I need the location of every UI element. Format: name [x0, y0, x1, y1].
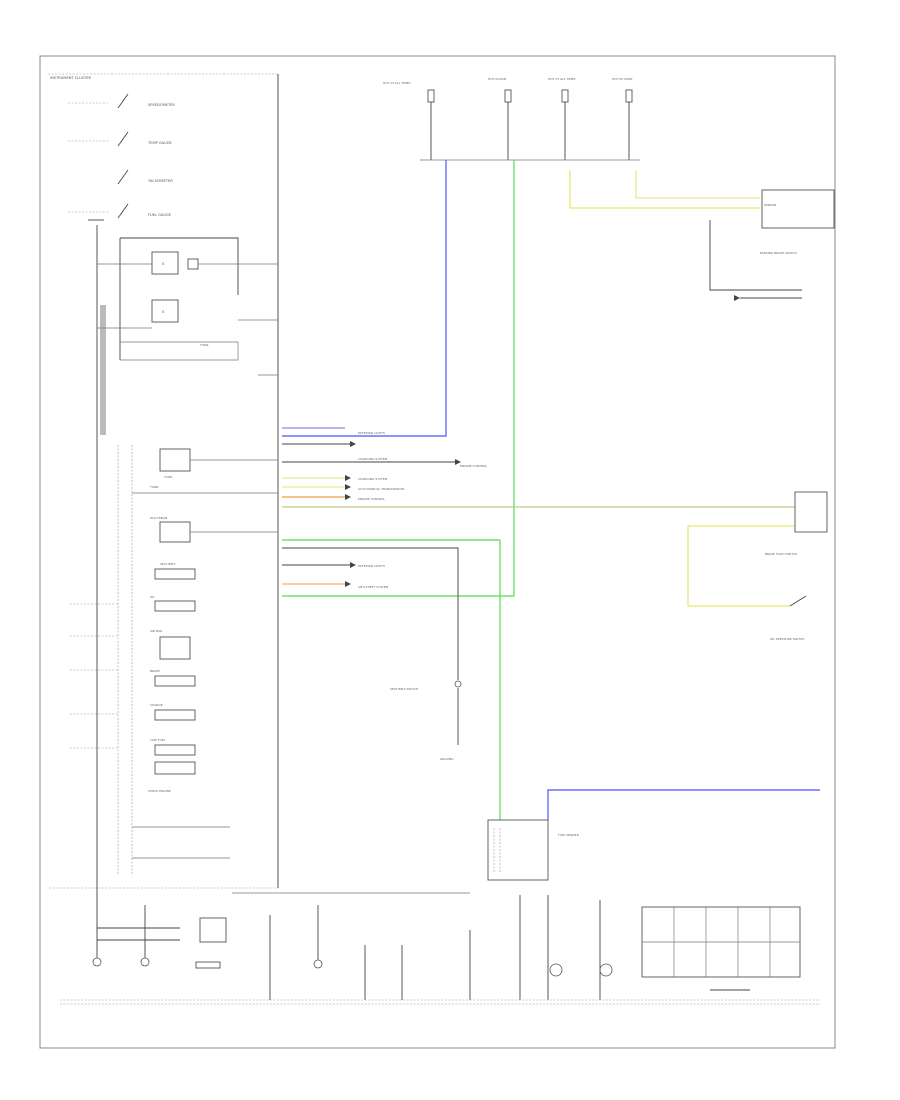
indicator-4: OIL: [70, 595, 196, 612]
upper-module: S S TURN: [97, 237, 278, 376]
svg-text:ENGINE CONTROL: ENGINE CONTROL: [358, 497, 385, 501]
signal-4: ENGINE CONTROL: [345, 494, 385, 501]
svg-text:CHARGING SYSTEM: CHARGING SYSTEM: [358, 477, 388, 481]
svg-text:ANTI-THEFT SYSTEM: ANTI-THEFT SYSTEM: [358, 585, 389, 589]
fuel-sender: FUEL SENDER: [487, 819, 579, 881]
signal-5: ENGINE CONTROL: [460, 464, 487, 468]
svg-text:AIR BAG: AIR BAG: [150, 629, 163, 633]
indicator-1: TURN: [132, 485, 278, 494]
indicator-7: CHARGE: [70, 703, 196, 721]
svg-text:TURN: TURN: [163, 475, 172, 479]
svg-text:SEAT BELT SWITCH: SEAT BELT SWITCH: [390, 687, 418, 691]
svg-text:HOT AT ALL TIMES: HOT AT ALL TIMES: [548, 77, 576, 81]
svg-text:AUTO MANUAL TRANSMISSION: AUTO MANUAL TRANSMISSION: [358, 487, 404, 491]
gauge-tachometer: TACHOMETER: [117, 169, 173, 185]
seat-belt-switch: SEAT BELT SWITCH GROUND: [282, 547, 462, 761]
fuse-1: HOT IN RUN: [488, 77, 512, 160]
indicator-column: TURN TURN HIGH BEAM SEAT BELT OIL AIR BA…: [70, 445, 278, 875]
svg-text:CHARGING SYSTEM: CHARGING SYSTEM: [358, 457, 388, 461]
svg-text:OIL: OIL: [150, 595, 155, 599]
svg-text:BRAKE: BRAKE: [150, 669, 160, 673]
signal-3: AUTO MANUAL TRANSMISSION: [345, 484, 404, 491]
ground-bus-shade: [100, 305, 106, 435]
svg-text:LOW FUEL: LOW FUEL: [150, 738, 166, 742]
svg-text:BRAKE FLUID SWITCH: BRAKE FLUID SWITCH: [765, 552, 797, 556]
indicator-6: BRAKE: [70, 669, 196, 687]
svg-text:EXTERIOR LIGHTS: EXTERIOR LIGHTS: [358, 564, 385, 568]
svg-text:OIL PRESSURE SWITCH: OIL PRESSURE SWITCH: [770, 637, 804, 641]
svg-text:SPEEDOMETER: SPEEDOMETER: [148, 103, 175, 107]
indicator-0: TURN: [159, 448, 278, 479]
svg-text:CHARGE: CHARGE: [150, 703, 163, 707]
svg-text:SENSOR: SENSOR: [764, 203, 776, 207]
svg-text:S: S: [162, 310, 165, 314]
svg-text:HOT IN RUN: HOT IN RUN: [488, 77, 506, 81]
indicator-8: LOW FUEL: [70, 738, 196, 756]
svg-text:HIGH BEAM: HIGH BEAM: [150, 516, 168, 520]
fuse-group: HOT AT ALL TIMES HOT IN RUN HOT AT ALL T…: [383, 77, 640, 161]
bottom-section: [60, 892, 820, 1005]
signal-arrows: EXTERIOR LIGHTS CHARGING SYSTEM CHARGING…: [282, 431, 487, 589]
signal-2: CHARGING SYSTEM: [345, 475, 388, 481]
fuse-3: HOT IN START: [612, 77, 633, 160]
svg-text:GROUND: GROUND: [440, 757, 454, 761]
cluster-title: INSTRUMENT CLUSTER: [50, 76, 91, 80]
indicator-3: SEAT BELT: [154, 562, 196, 580]
indicator-2: HIGH BEAM: [150, 516, 278, 543]
gauge-temp: TEMP GAUGE: [68, 131, 173, 147]
svg-text:PARKING BRAKE SWITCH: PARKING BRAKE SWITCH: [760, 251, 797, 255]
fuse-0: HOT AT ALL TIMES: [383, 81, 435, 160]
svg-text:SEAT BELT: SEAT BELT: [160, 562, 176, 566]
wire-yellow-top: [569, 170, 760, 209]
signal-0: EXTERIOR LIGHTS: [282, 431, 385, 447]
right-connectors: SENSOR PARKING BRAKE SWITCH OIL PRESSURE…: [709, 189, 835, 641]
gauge-group: SPEEDOMETER TEMP GAUGE TACHOMETER FUEL G…: [68, 93, 175, 219]
svg-text:TEMP GAUGE: TEMP GAUGE: [147, 141, 173, 145]
signal-1: CHARGING SYSTEM: [282, 457, 461, 465]
svg-text:FUEL GAUGE: FUEL GAUGE: [148, 213, 172, 217]
svg-text:CHECK ENGINE: CHECK ENGINE: [148, 789, 171, 793]
svg-text:EXTERIOR LIGHTS: EXTERIOR LIGHTS: [358, 431, 385, 435]
indicator-5: AIR BAG: [70, 629, 191, 660]
colored-wires: [282, 160, 820, 820]
svg-text:TACHOMETER: TACHOMETER: [147, 179, 173, 183]
wire-green-vertical: [282, 160, 515, 597]
svg-text:FUEL SENDER: FUEL SENDER: [558, 833, 579, 837]
signal-6: EXTERIOR LIGHTS: [282, 562, 385, 568]
fuse-2: HOT AT ALL TIMES: [548, 77, 576, 160]
diagram-frame: [39, 55, 836, 1049]
svg-text:TURN: TURN: [149, 485, 158, 489]
gauge-fuel: FUEL GAUGE: [68, 203, 172, 219]
svg-text:TURN: TURN: [199, 343, 208, 347]
svg-text:HOT AT ALL TIMES: HOT AT ALL TIMES: [383, 81, 411, 85]
wire-yellow-loop: [687, 525, 800, 607]
instrument-cluster: INSTRUMENT CLUSTER: [48, 73, 279, 889]
svg-text:ENGINE CONTROL: ENGINE CONTROL: [460, 464, 487, 468]
svg-text:S: S: [162, 262, 165, 266]
gauge-speedometer: SPEEDOMETER: [68, 93, 175, 109]
wire-blue-top: [282, 160, 447, 437]
svg-text:HOT IN START: HOT IN START: [612, 77, 633, 81]
indicator-9: CHECK ENGINE: [148, 761, 196, 793]
wire-blue-bottom: [547, 789, 820, 820]
signal-7: ANTI-THEFT SYSTEM: [345, 581, 389, 589]
